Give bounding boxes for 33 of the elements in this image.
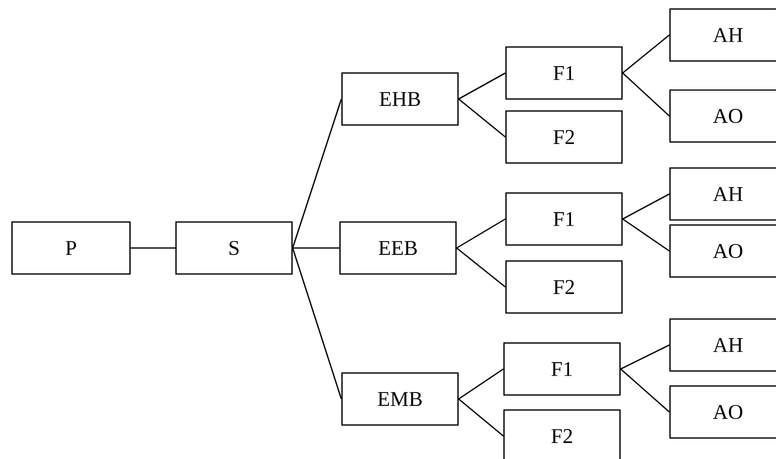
- box: F1: [503, 342, 621, 396]
- connector-line: [620, 368, 670, 412]
- connector-line: [622, 218, 670, 252]
- box: EEB: [339, 221, 457, 275]
- connector-line: [130, 247, 176, 249]
- box: F2: [503, 409, 621, 459]
- connector-line: [458, 72, 506, 100]
- connector-line: [458, 398, 504, 436]
- box: AH: [669, 167, 776, 221]
- box: F1: [505, 192, 623, 246]
- box: S: [175, 221, 293, 275]
- connector-line: [622, 193, 670, 220]
- connector-line: [292, 248, 342, 400]
- connector-line: [620, 344, 670, 370]
- box: EMB: [341, 372, 459, 426]
- box: F2: [505, 110, 623, 164]
- box: AH: [669, 8, 776, 62]
- connector-line: [292, 247, 340, 249]
- connector-line: [622, 34, 670, 74]
- connector-line: [456, 218, 506, 249]
- box: AO: [669, 224, 776, 278]
- box: EHB: [341, 72, 459, 126]
- connector-line: [458, 368, 504, 400]
- box: AO: [669, 385, 776, 439]
- connector-line: [292, 98, 342, 248]
- box: F1: [505, 46, 623, 100]
- box: F2: [505, 260, 623, 314]
- box: P: [11, 221, 131, 275]
- connector-line: [458, 98, 506, 138]
- connector-line: [622, 72, 670, 116]
- box: AO: [669, 89, 776, 143]
- connector-line: [456, 248, 506, 288]
- box: AH: [669, 318, 776, 372]
